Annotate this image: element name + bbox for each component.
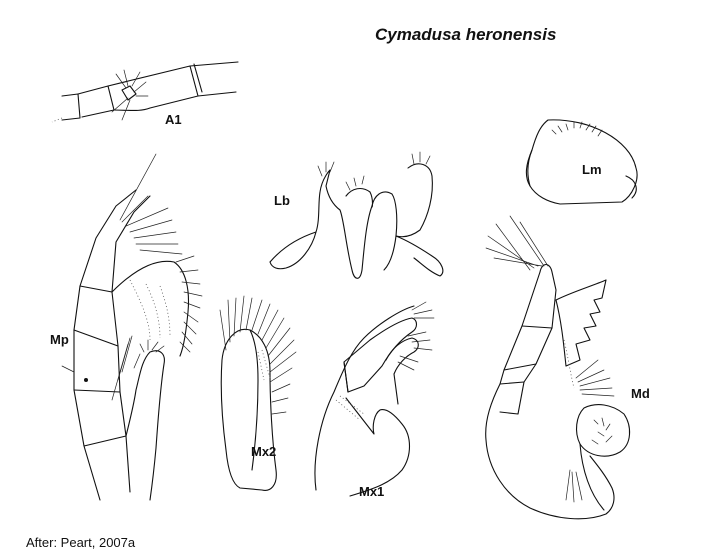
label-a1: A1 bbox=[165, 112, 182, 127]
label-md: Md bbox=[631, 386, 650, 401]
maxilla-1-drawing bbox=[314, 301, 435, 497]
maxilliped-drawing bbox=[61, 153, 203, 501]
maxilla-2-drawing bbox=[219, 295, 297, 491]
label-mx1: Mx1 bbox=[359, 484, 384, 499]
label-lm: Lm bbox=[582, 162, 602, 177]
mandible-drawing bbox=[485, 215, 631, 520]
label-mp: Mp bbox=[50, 332, 69, 347]
figure-title: Cymadusa heronensis bbox=[375, 25, 556, 44]
label-mx2: Mx2 bbox=[251, 444, 276, 459]
labrum-drawing bbox=[525, 119, 638, 205]
antenna-1-drawing bbox=[51, 61, 239, 123]
figure-credit: After: Peart, 2007a bbox=[26, 535, 136, 550]
label-lb: Lb bbox=[274, 193, 290, 208]
labium-drawing bbox=[269, 151, 444, 279]
